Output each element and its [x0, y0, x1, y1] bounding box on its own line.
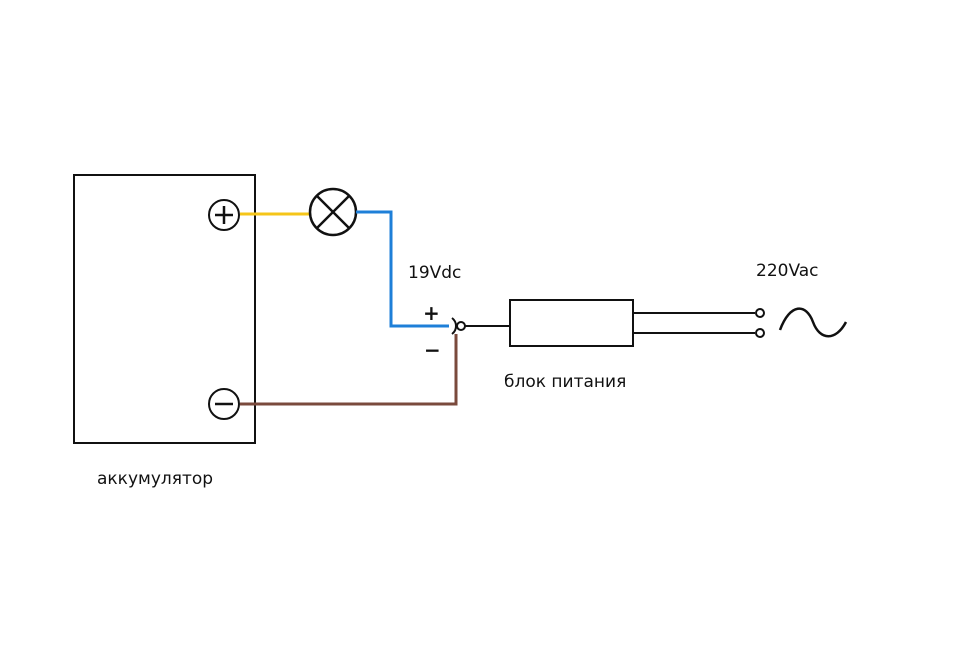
- lamp-icon: [308, 187, 358, 237]
- dc-connector: [451, 317, 466, 335]
- mains-terminal-top: [755, 308, 765, 318]
- ac-sine-icon: [778, 307, 848, 338]
- mains-terminal-bottom: [755, 328, 765, 338]
- battery-label: аккумулятор: [97, 469, 213, 489]
- battery-body: [73, 174, 256, 444]
- minus-sign: −: [424, 338, 441, 362]
- dc-positive-wire: [356, 210, 449, 328]
- ac-voltage-label: 220Vac: [756, 261, 819, 281]
- power-supply-label: блок питания: [504, 372, 626, 392]
- power-supply-block: [509, 299, 634, 347]
- negative-wire: [240, 334, 458, 406]
- plus-sign: +: [423, 301, 440, 325]
- plus-terminal-icon: [208, 199, 240, 231]
- dc-voltage-label: 19Vdc: [408, 263, 461, 283]
- minus-terminal-icon: [208, 388, 240, 420]
